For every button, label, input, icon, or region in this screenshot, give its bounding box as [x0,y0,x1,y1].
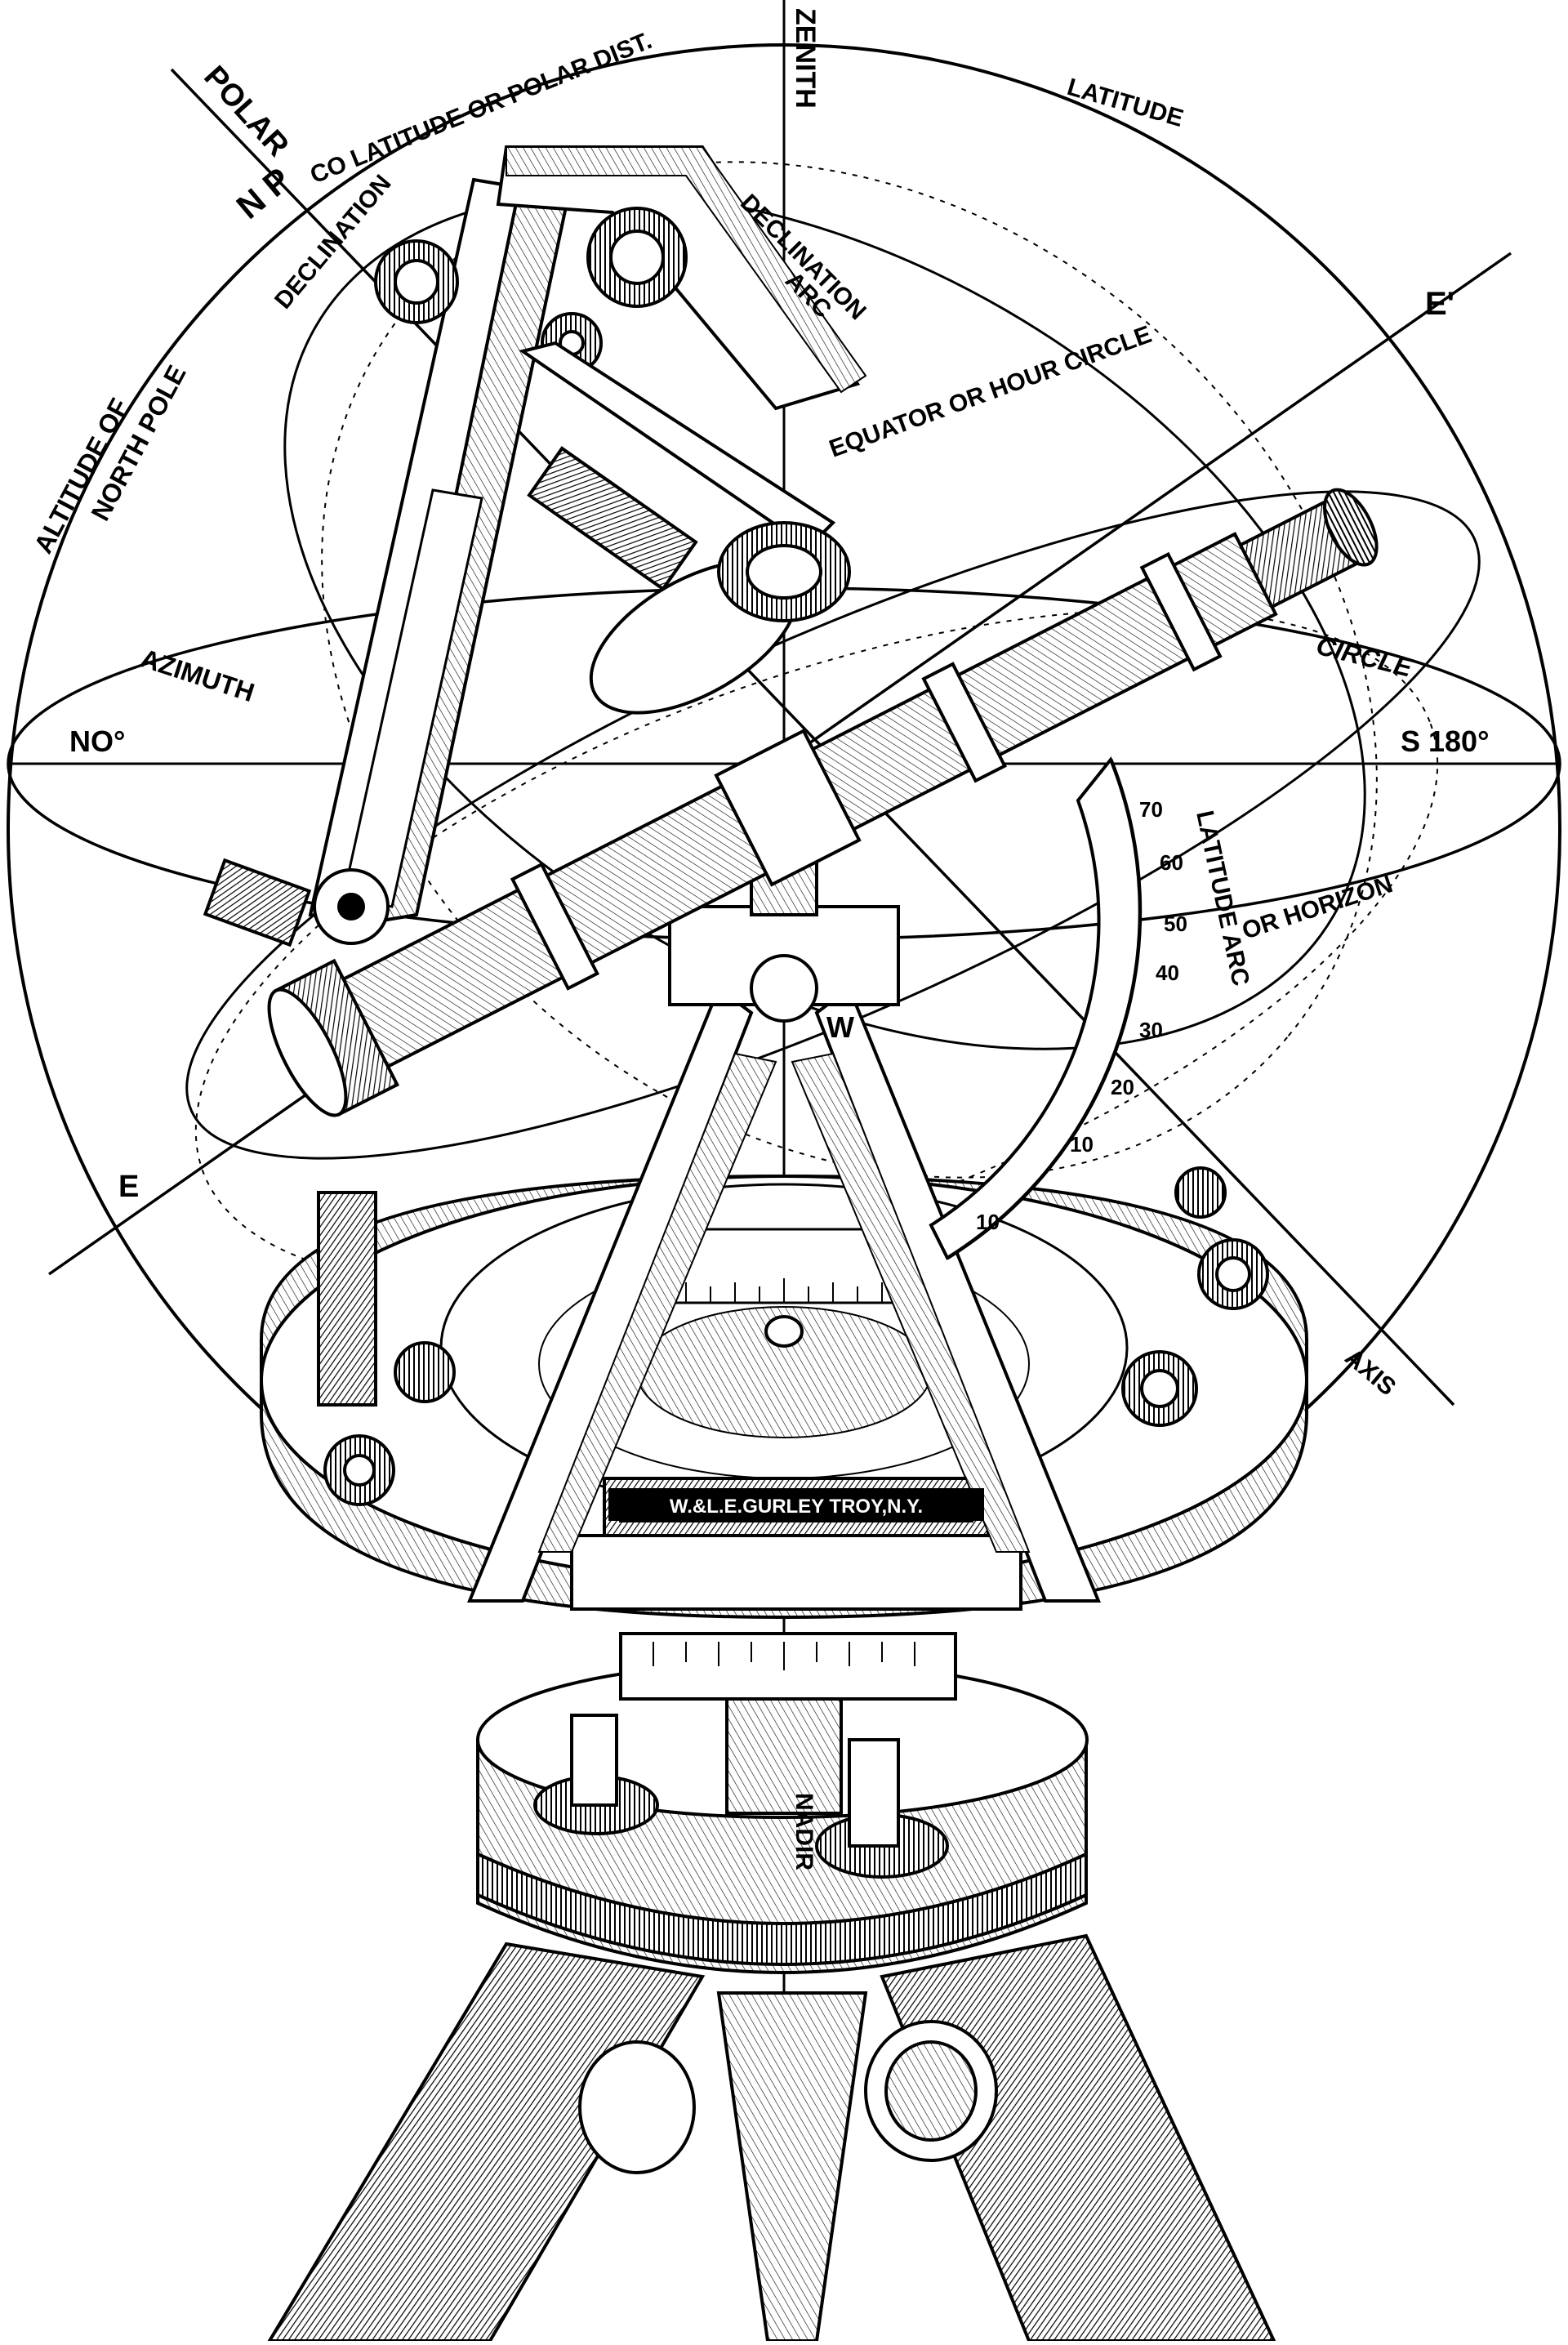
horizontal-axis-hub [750,954,818,1023]
standard-inner-left [537,1052,777,1553]
solar-apparatus [203,145,867,947]
maker-plate [608,1488,984,1521]
telescope-collar-1 [510,862,599,991]
lower-vernier-window [619,1632,957,1701]
leveling-stem-right [848,1738,900,1848]
side-level-vial [317,1191,377,1407]
label-nadir: NADIR [791,1793,817,1870]
label-or-horizon: OR HORIZON [1239,871,1396,945]
leg-clamp-right-face [884,2040,978,2142]
maker-inscription: W.&L.E.GURLEY TROY,N.Y. [670,1496,923,1518]
label-latitude-arc: LATITUDE ARC [1191,809,1254,988]
latitude-arc-scale: 10 10 20 30 40 50 60 70 [976,797,1187,1234]
base-knurl-ring [476,1851,1088,1966]
arc-tick-60: 60 [1160,850,1183,875]
compass-pivot [764,1315,804,1348]
tripod-leg-center [716,1991,868,2343]
thumb-screw-right-3 [1174,1166,1227,1219]
telescope-collar-3 [1139,551,1223,672]
main-telescope [267,488,1379,1117]
telescope-center-block [714,729,862,887]
label-no: NO° [69,724,125,758]
leveling-head [476,1661,1089,1974]
label-w: W [826,1010,854,1044]
solar-diagonal-bar [519,341,836,550]
leveling-stem-left [570,1714,618,1807]
arc-tick-30: 30 [1139,1018,1163,1042]
arc-tick-50: 50 [1164,912,1187,936]
front-level-vial [570,1534,1022,1611]
arc-tick-40: 40 [1156,961,1179,985]
label-azimuth: AZIMUTH [137,643,258,707]
hour-circle [589,521,851,715]
tangent-screw-left [394,1341,456,1403]
objective-lens [267,987,348,1117]
solar-small-tube [527,446,698,591]
label-e-prime: E' [1425,286,1454,322]
label-s180: S 180° [1401,724,1489,758]
tripod [266,1933,1277,2343]
label-np: N P [229,160,298,226]
label-zenith: ZENITH [790,8,821,109]
solar-arm-front [341,488,483,908]
arc-tick-10b: 10 [1070,1132,1094,1157]
dotted-meridian [321,161,1378,1179]
arc-tick-70: 70 [1139,797,1163,822]
latitude-arc [929,756,1143,1260]
label-equator: EQUATOR OR HOUR CIRCLE [826,321,1155,463]
label-e: E [118,1170,139,1204]
arc-tick-10a: 10 [976,1210,1000,1234]
telescope-collar-2 [921,662,1007,783]
standard-inner-right [791,1052,1031,1553]
eyepiece-cap [1322,488,1379,567]
declination-arc-scale [506,146,867,394]
latitude-arc-band [929,756,1142,1260]
arc-tick-20: 20 [1111,1075,1134,1099]
lower-vernier-ticks [653,1642,915,1670]
label-axis: AXIS [1340,1344,1401,1401]
leg-clamp-left [578,2040,696,2174]
solar-arm-clamp [203,858,312,947]
telescope-tube-upper [781,532,1278,846]
